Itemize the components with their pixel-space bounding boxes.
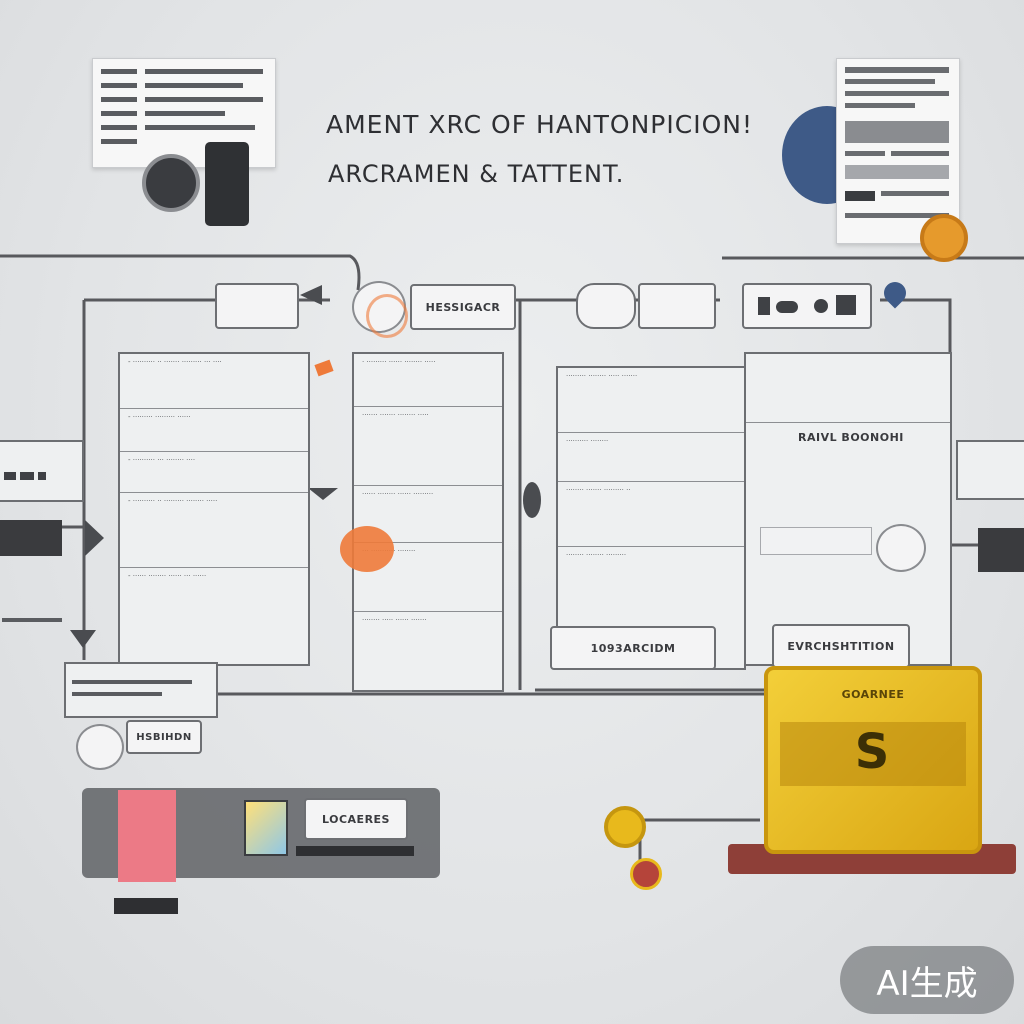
orange-ring-icon xyxy=(366,294,408,338)
right-input-bar[interactable] xyxy=(760,527,872,555)
page-subtitle: ARCRAMEN & TATTENT. xyxy=(328,160,625,188)
middle-column-panel: · ········· ······ ········ ····· ······… xyxy=(352,352,504,692)
center-right-column-panel: ········· ········ ····· ······· ·······… xyxy=(556,366,746,670)
right-col-label: RAIVL BOONOHI xyxy=(798,431,904,444)
storage-tray xyxy=(296,846,414,856)
page-title: AMENT XRC OF HANTONPICION! xyxy=(326,110,753,139)
key-icon xyxy=(604,806,646,848)
left-column-panel: - ·········· ·· ······· ········· ··· ··… xyxy=(118,352,310,666)
printer-icon xyxy=(118,790,176,882)
storage-label[interactable]: LOCAERES xyxy=(304,798,408,840)
left-edge-panel xyxy=(0,440,84,502)
gold-card-band xyxy=(780,722,966,786)
right-col-row-1 xyxy=(746,354,950,423)
right-column-panel: RAIVL BOONOHI xyxy=(744,352,952,666)
ai-generated-badge: AI生成 xyxy=(840,946,1014,1014)
user-icon xyxy=(142,154,200,212)
right-edge-panel xyxy=(956,440,1024,500)
gold-card-symbol: S xyxy=(854,724,890,780)
left-edge-label xyxy=(0,610,82,630)
gold-card[interactable]: GOARNEE S xyxy=(764,666,982,854)
left-col-row-2: - ········· ········· ······ xyxy=(120,409,308,452)
gear-icon xyxy=(920,214,968,262)
left-col-row-3: - ·········· ··· ········ ···· xyxy=(120,452,308,493)
left-plug-block xyxy=(0,520,62,556)
mid-col-row-1: · ········· ······ ········ ····· xyxy=(354,354,502,407)
report-document-icon xyxy=(836,58,960,244)
mid-col-row-2: ······· ······· ········ ····· xyxy=(354,407,502,486)
tab-right-1[interactable] xyxy=(576,283,636,329)
mid-col-row-3: ······ ········ ······ ········· xyxy=(354,486,502,543)
coin-icon xyxy=(630,858,662,890)
left-col-row-5: - ······ ········ ······ ··· ······ xyxy=(128,572,207,580)
tab-right-2[interactable] xyxy=(638,283,716,329)
left-col-row-1: - ·········· ·· ······· ········· ··· ··… xyxy=(120,354,308,409)
research-label[interactable]: 1093ARCIDM xyxy=(550,626,716,670)
orange-blob-icon xyxy=(340,526,394,572)
tab-hessigacr[interactable]: HESSIGACR xyxy=(410,284,516,330)
inner-row-1: ········· ········ ····· ······· xyxy=(558,368,744,433)
tab-right-3[interactable] xyxy=(742,283,872,329)
inner-row-4: ········ ········ ········· xyxy=(566,551,627,559)
shield-icon xyxy=(244,800,288,856)
evaluation-label[interactable]: EVRCHSHTITION xyxy=(772,624,910,668)
tab-top-left[interactable] xyxy=(215,283,299,329)
phone-icon xyxy=(205,142,249,226)
left-col-row-4: - ·········· ·· ········· ········ ····· xyxy=(120,493,308,568)
lower-left-label[interactable]: HSBIHDN xyxy=(126,720,202,754)
inner-row-3: ········ ······· ········· ·· xyxy=(558,482,744,547)
search-circle-icon xyxy=(876,524,926,572)
lower-left-panel xyxy=(64,662,218,718)
magnifier-small-icon xyxy=(76,724,124,770)
mid-col-row-5: ········ ····· ······ ······· xyxy=(362,616,427,624)
gold-card-title: GOARNEE xyxy=(841,688,905,701)
printer-base-icon xyxy=(114,898,178,914)
inner-row-2: ·········· ········ xyxy=(558,433,744,482)
